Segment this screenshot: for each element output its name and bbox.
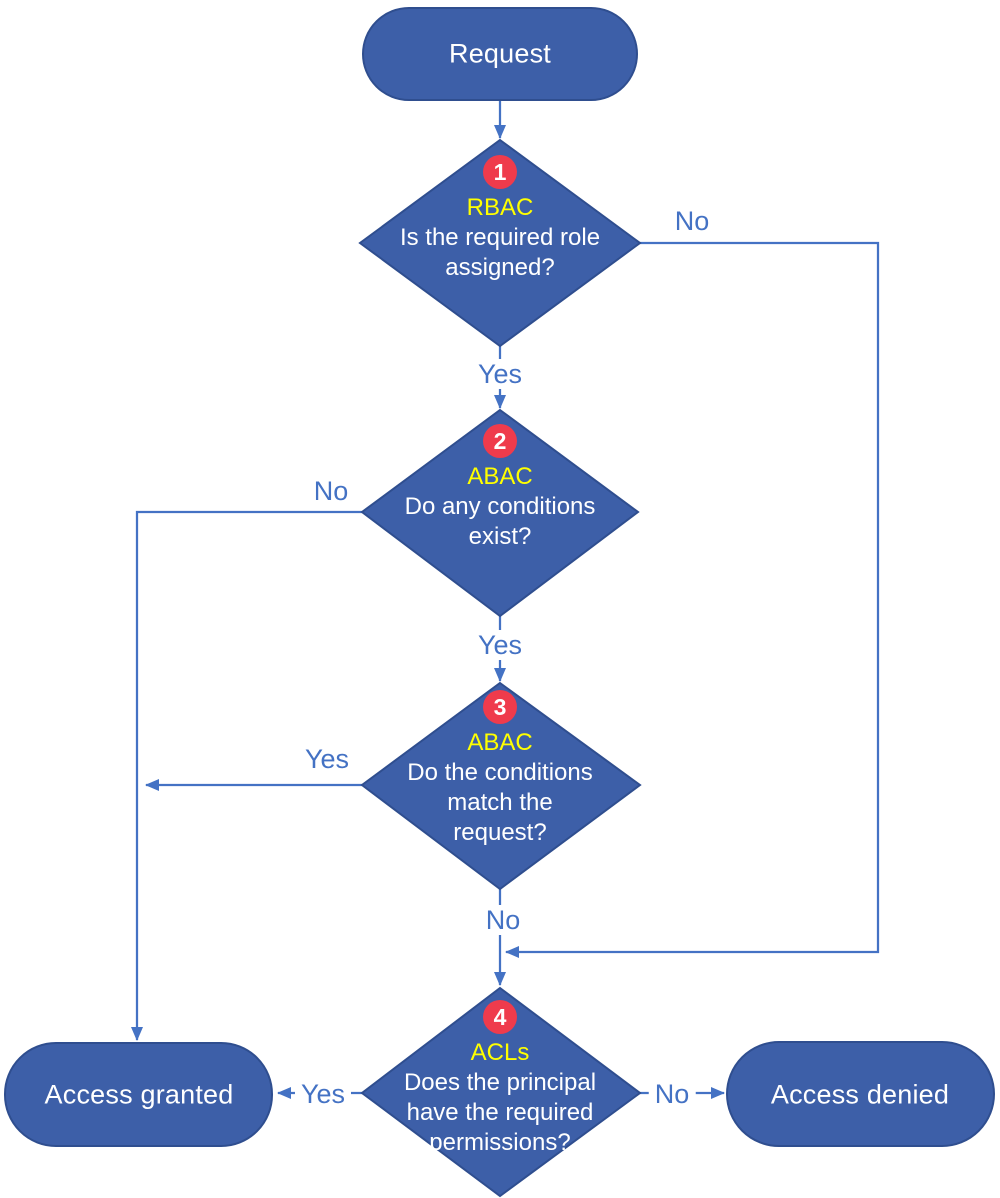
abac2-question-line: Do the conditions [407, 759, 593, 786]
rbac-question-line: Is the required role [399, 224, 601, 251]
acls-no-edge-label: No [648, 1079, 696, 1109]
abac1-decision-content: 2 ABAC Do any conditions exist? [370, 424, 630, 552]
abac2-no-edge-label: No [479, 905, 527, 935]
acls-diamond-shape [360, 986, 642, 1198]
abac1-no-edge-label: No [307, 476, 355, 506]
request-node-label: Request [449, 38, 551, 69]
abac1-question-line: exist? [468, 523, 532, 550]
rbac-decision-content: 1 RBAC Is the required role assigned? [370, 155, 630, 283]
rbac-diamond-shape [358, 138, 642, 348]
access-granted-node-label: Access granted [44, 1079, 234, 1110]
request-node-shape [362, 7, 638, 101]
rbac-yes-edge-label: Yes [471, 359, 529, 389]
step-1-badge: 1 [483, 155, 517, 189]
rbac-tag-label: RBAC [466, 194, 534, 221]
rbac-question-line: assigned? [445, 254, 555, 281]
step-3-badge: 3 [483, 690, 517, 724]
abac2-question-line: match the [447, 789, 553, 816]
rbac-no-edge-label: No [668, 206, 716, 236]
acls-tag-label: ACLs [470, 1039, 530, 1066]
abac2-yes-edge-label: Yes [298, 744, 356, 774]
acls-decision-content: 4 ACLs Does the principal have the requi… [370, 1000, 630, 1158]
access-denied-node-shape [726, 1041, 995, 1147]
abac1-question-line: Do any conditions [404, 493, 596, 520]
access-granted-node-shape [4, 1042, 273, 1147]
acls-question-line: Does the principal [403, 1069, 597, 1096]
abac2-tag-label: ABAC [467, 729, 533, 756]
acls-question-line: have the required [406, 1099, 594, 1126]
abac1-yes-edge-label: Yes [471, 630, 529, 660]
abac2-diamond-shape [360, 681, 642, 891]
acls-yes-edge-label: Yes [294, 1079, 352, 1109]
step-2-badge: 2 [483, 424, 517, 458]
abac1-diamond-shape [360, 408, 640, 618]
access-denied-node-label: Access denied [770, 1079, 950, 1110]
acls-question-line: permissions? [429, 1129, 571, 1156]
abac1-tag-label: ABAC [467, 463, 533, 490]
abac2-question-line: request? [453, 819, 547, 846]
edge-abac1-no-to-granted [131, 510, 362, 1041]
abac2-decision-content: 3 ABAC Do the conditions match the reque… [370, 690, 630, 848]
step-4-badge: 4 [483, 1000, 517, 1034]
edge-rbac-no-to-acls [505, 241, 880, 958]
